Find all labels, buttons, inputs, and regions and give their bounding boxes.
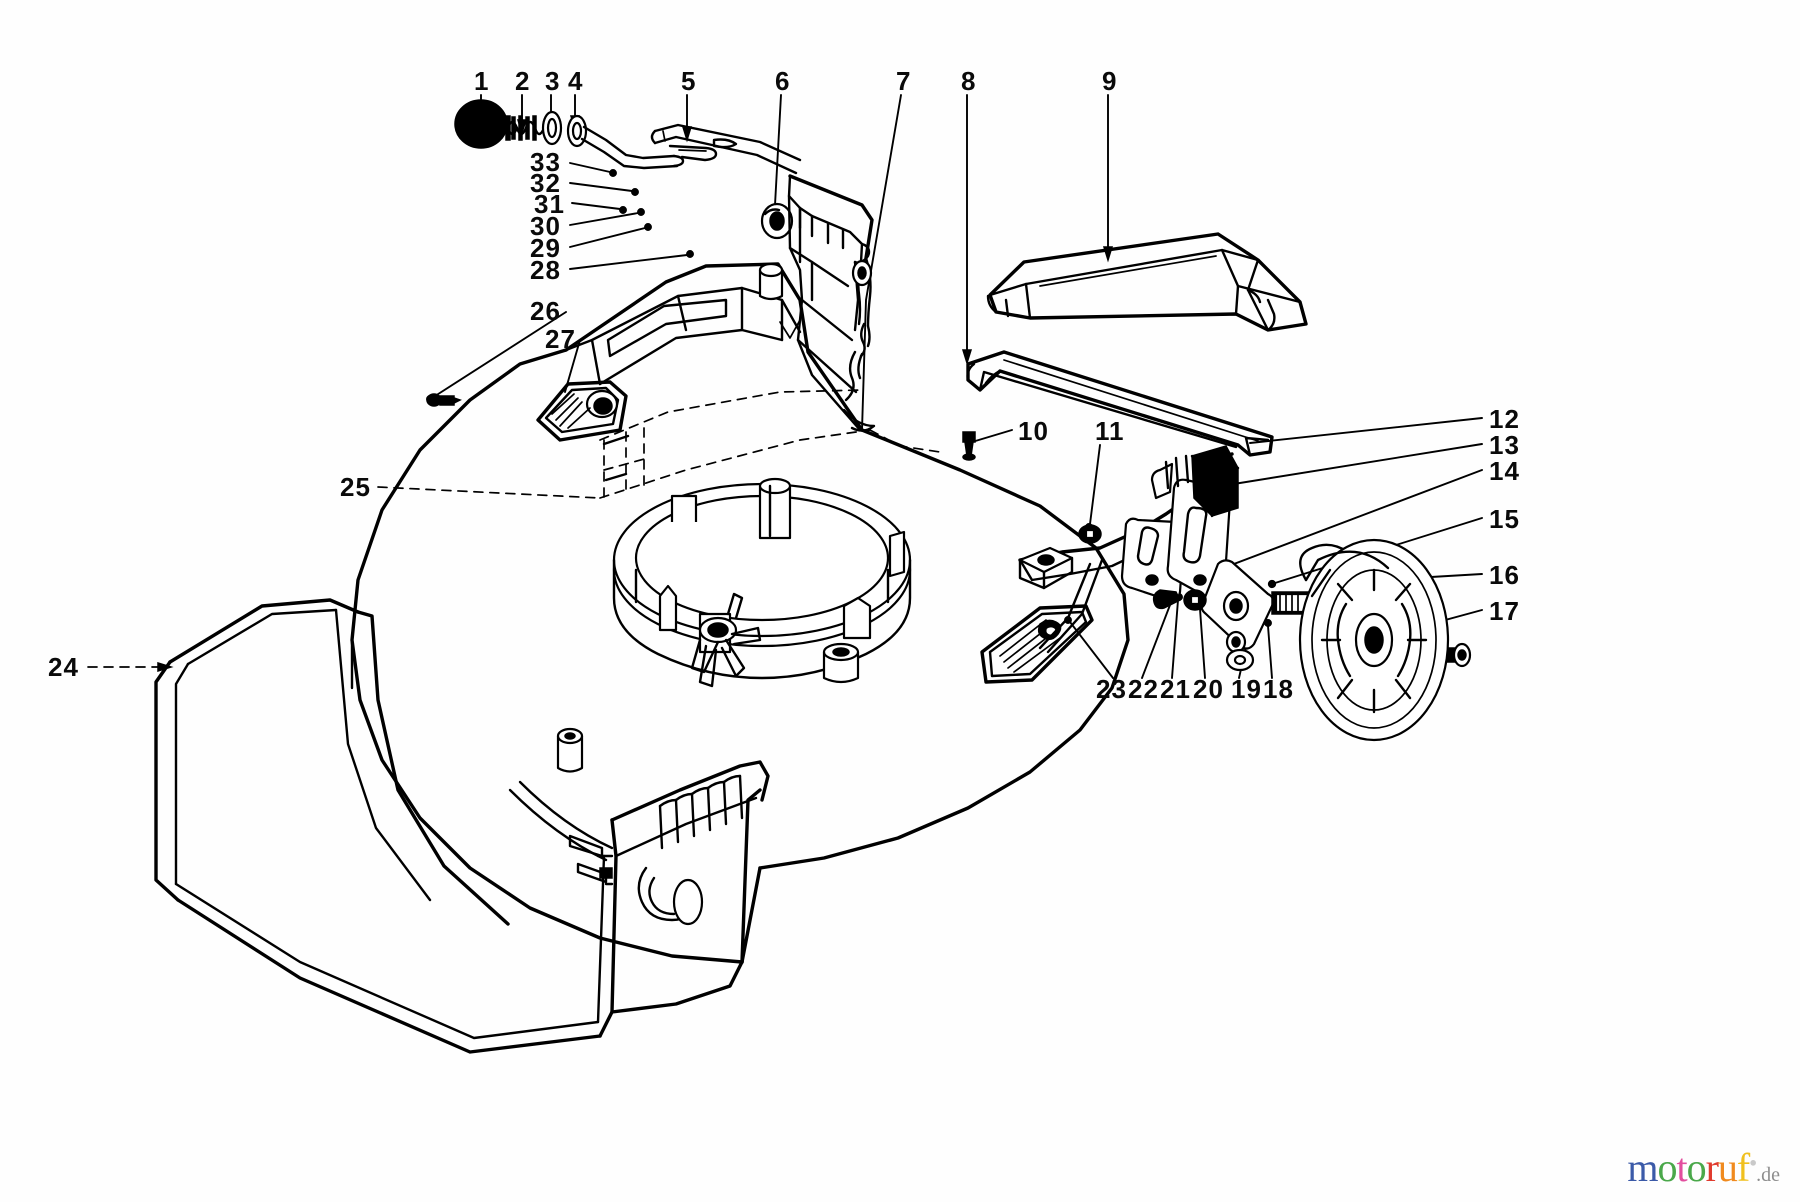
callout-30: 30 bbox=[530, 211, 561, 241]
callout-25: 25 bbox=[340, 472, 371, 502]
callout-8: 8 bbox=[961, 66, 977, 96]
callout-18: 18 bbox=[1263, 674, 1294, 704]
callout-19: 19 bbox=[1231, 674, 1262, 704]
leader-lines-right bbox=[1207, 417, 1483, 636]
wm-letter-r: r bbox=[1705, 1145, 1719, 1190]
callout-24: 24 bbox=[48, 652, 79, 682]
part-handle-bracket bbox=[787, 174, 876, 432]
leader-lines-left-stack bbox=[569, 162, 694, 270]
part-bushing bbox=[760, 202, 794, 240]
part-decal-plate-23 bbox=[980, 604, 1094, 684]
part-washer bbox=[541, 110, 563, 146]
callout-29: 29 bbox=[530, 233, 561, 263]
wm-letter-f: f bbox=[1736, 1145, 1750, 1190]
callout-22: 22 bbox=[1128, 674, 1159, 704]
callout-3: 3 bbox=[545, 66, 561, 96]
callout-32: 32 bbox=[530, 168, 561, 198]
part-nut-11 bbox=[1078, 524, 1102, 544]
part-screw-10 bbox=[962, 431, 976, 461]
part-screw-26 bbox=[426, 393, 462, 407]
part-blower-ring bbox=[612, 477, 912, 688]
part-shroud-cover bbox=[986, 232, 1308, 332]
callout-17: 17 bbox=[1489, 596, 1520, 626]
callout-21: 21 bbox=[1160, 674, 1191, 704]
callout-23: 23 bbox=[1096, 674, 1127, 704]
callout-33: 33 bbox=[530, 147, 561, 177]
part-decal-plate-27 bbox=[536, 380, 628, 442]
callout-6: 6 bbox=[775, 66, 791, 96]
wm-letter-o2: o bbox=[1686, 1145, 1707, 1190]
callout-11: 11 bbox=[1095, 416, 1125, 446]
callout-20: 20 bbox=[1193, 674, 1224, 704]
callout-26: 26 bbox=[530, 296, 561, 326]
callout-27: 27 bbox=[545, 324, 576, 354]
wm-dot-icon: ● bbox=[1749, 1154, 1757, 1170]
callout-2: 2 bbox=[515, 66, 531, 96]
callout-15: 15 bbox=[1489, 504, 1520, 534]
wm-suffix: .de bbox=[1756, 1164, 1780, 1186]
callout-28: 28 bbox=[530, 255, 561, 285]
wm-letter-u: u bbox=[1717, 1145, 1738, 1190]
callout-1: 1 bbox=[474, 66, 490, 96]
callout-13: 13 bbox=[1489, 430, 1520, 460]
callout-16: 16 bbox=[1489, 560, 1520, 590]
part-deck-housing bbox=[154, 262, 1130, 1054]
wm-letter-o1: o bbox=[1657, 1145, 1677, 1190]
callout-12: 12 bbox=[1489, 404, 1520, 434]
part-knob bbox=[454, 99, 508, 149]
callout-31: 31 bbox=[534, 189, 565, 219]
callout-10: 10 bbox=[1018, 416, 1049, 446]
callout-14: 14 bbox=[1489, 456, 1520, 486]
callout-7: 7 bbox=[896, 66, 912, 96]
callout-5: 5 bbox=[681, 66, 697, 96]
part-deflector-shield bbox=[966, 350, 1274, 457]
watermark-motoruf: motoruf●.de bbox=[1627, 1148, 1780, 1188]
part-rod-bracket bbox=[566, 114, 718, 170]
part-handle-tube bbox=[650, 123, 802, 175]
callout-4: 4 bbox=[568, 66, 584, 96]
part-wheel bbox=[1298, 538, 1450, 742]
callout-9: 9 bbox=[1102, 66, 1118, 96]
wm-letter-m: m bbox=[1627, 1145, 1658, 1190]
wm-letter-t: t bbox=[1676, 1145, 1687, 1190]
hidden-detail-lines bbox=[599, 389, 941, 499]
